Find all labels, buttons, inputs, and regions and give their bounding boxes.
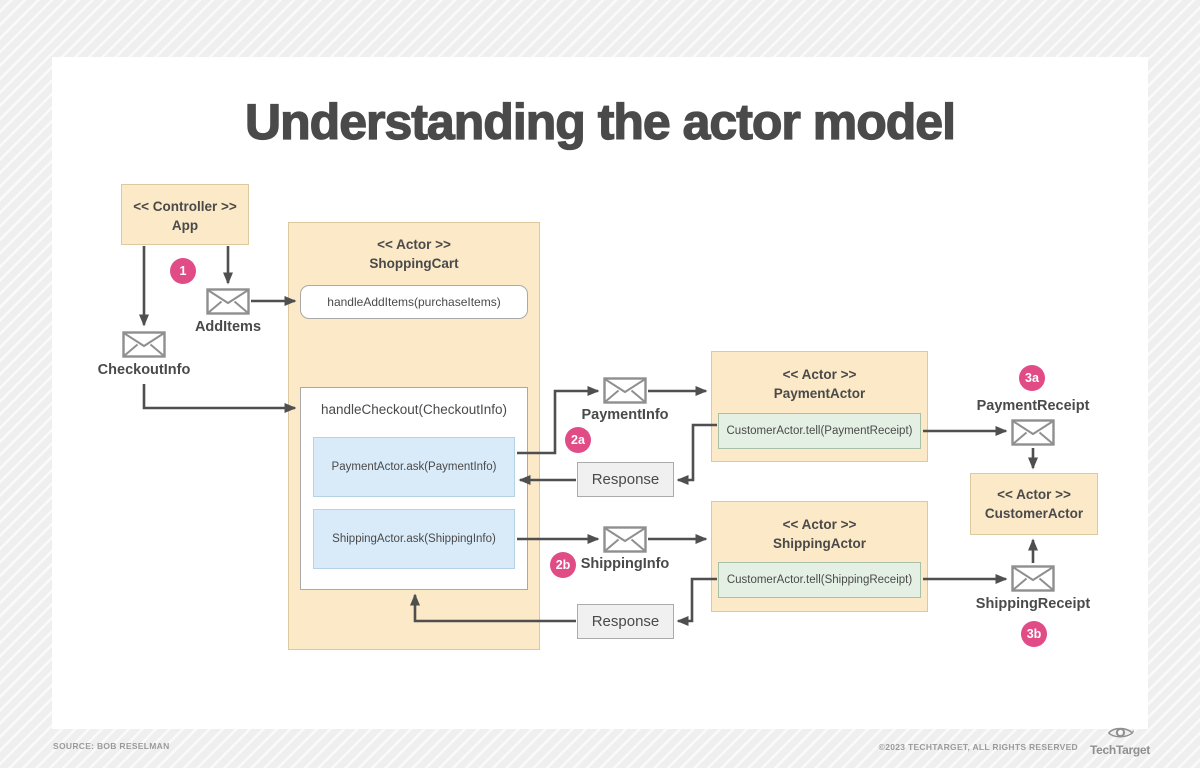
step-badge-1: 1 xyxy=(170,258,196,284)
step-badge-3b: 3b xyxy=(1021,621,1047,647)
response-shipping-box: Response xyxy=(577,604,674,639)
label-paymentinfo: PaymentInfo xyxy=(581,407,669,423)
response-payment-box: Response xyxy=(577,462,674,497)
label-shippinginfo: ShippingInfo xyxy=(580,556,670,572)
handle-checkout-label: handleCheckout(CheckoutInfo) xyxy=(320,402,508,417)
techtarget-logo-text: TechTarget xyxy=(1090,743,1150,757)
shopping-cart-stereotype: << Actor >> xyxy=(377,237,451,252)
envelope-icon-additems xyxy=(206,288,250,315)
controller-name: App xyxy=(171,218,199,233)
shipping-ask-box: ShippingActor.ask(ShippingInfo) xyxy=(313,509,515,569)
payment-tell-box: CustomerActor.tell(PaymentReceipt) xyxy=(718,413,921,449)
envelope-icon-paymentinfo xyxy=(603,377,647,404)
source-credit: SOURCE: BOB RESELMAN xyxy=(53,741,170,751)
shopping-cart-name: ShoppingCart xyxy=(369,256,459,271)
payment-actor-stereotype: << Actor >> xyxy=(782,367,857,382)
page-title: Understanding the actor model xyxy=(244,94,956,150)
payment-ask-box: PaymentActor.ask(PaymentInfo) xyxy=(313,437,515,497)
eye-icon xyxy=(1107,726,1134,743)
label-paymentreceipt: PaymentReceipt xyxy=(976,398,1090,414)
shipping-actor-name: ShippingActor xyxy=(773,536,866,551)
label-additems: AddItems xyxy=(194,319,262,335)
envelope-icon-shippinginfo xyxy=(603,526,647,553)
customer-actor-name: CustomerActor xyxy=(984,506,1084,521)
shipping-actor-stereotype: << Actor >> xyxy=(782,517,857,532)
copyright-text: ©2023 TECHTARGET, ALL RIGHTS RESERVED xyxy=(878,742,1078,752)
techtarget-logo: TechTarget xyxy=(1086,725,1154,756)
customer-actor-box: << Actor >> CustomerActor xyxy=(970,473,1098,535)
step-badge-2b: 2b xyxy=(550,552,576,578)
label-shippingreceipt: ShippingReceipt xyxy=(975,596,1091,612)
envelope-icon-shippingreceipt xyxy=(1011,565,1055,592)
step-badge-3a: 3a xyxy=(1019,365,1045,391)
label-checkoutinfo: CheckoutInfo xyxy=(97,362,191,378)
shipping-tell-box: CustomerActor.tell(ShippingReceipt) xyxy=(718,562,921,598)
envelope-icon-paymentreceipt xyxy=(1011,419,1055,446)
payment-actor-name: PaymentActor xyxy=(773,386,866,401)
handle-add-items-box: handleAddItems(purchaseItems) xyxy=(300,285,528,319)
envelope-icon-checkoutinfo xyxy=(122,331,166,358)
controller-app-box: << Controller >> App xyxy=(121,184,249,245)
customer-actor-stereotype: << Actor >> xyxy=(997,487,1071,502)
controller-stereotype: << Controller >> xyxy=(133,199,237,214)
step-badge-2a: 2a xyxy=(565,427,591,453)
